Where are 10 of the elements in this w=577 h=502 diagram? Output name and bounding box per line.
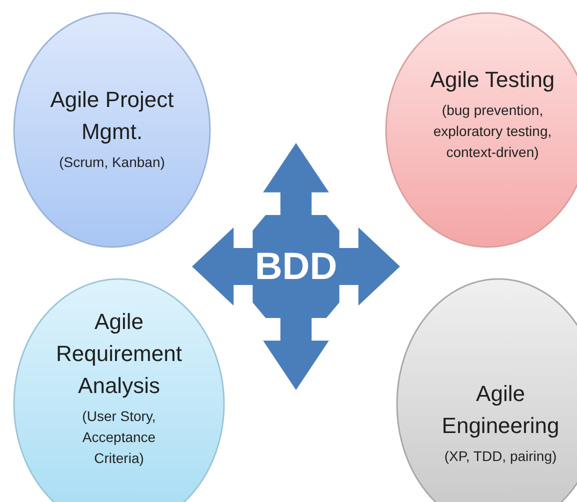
topic-examples: (bug prevention, exploratory testing, context-driven) — [432, 101, 553, 162]
topic-title: Agile Project Mgmt. — [49, 86, 175, 146]
topic-title: Agile Testing — [429, 66, 556, 94]
topic-examples: (User Story, Acceptance Criteria) — [81, 407, 157, 468]
center-label: BDD — [254, 248, 338, 286]
topic-examples: (XP, TDD, pairing) — [443, 447, 558, 466]
topic-examples: (Scrum, Kanban) — [58, 153, 166, 172]
topic-title: Agile Engineering — [440, 380, 560, 440]
topic-ellipse — [13, 12, 211, 248]
topic-title: Agile Requirement Analysis — [55, 308, 183, 400]
